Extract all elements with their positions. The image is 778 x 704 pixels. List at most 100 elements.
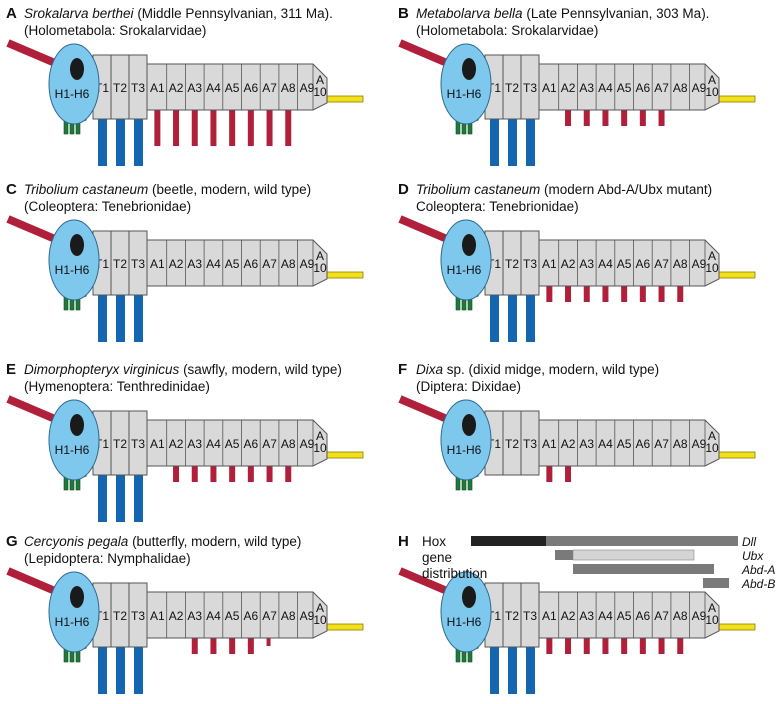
abdominal-segment-label: A2: [561, 437, 576, 451]
head: [440, 399, 492, 481]
species-name: Tribolium castaneum: [24, 182, 148, 197]
thoracic-segment-label: T3: [523, 609, 537, 623]
hox-gene-name: Abd-A: [741, 563, 775, 577]
abdominal-proleg: [266, 110, 273, 146]
panel-taxonomy: (Hymenoptera: Tenthredinidae): [24, 379, 210, 394]
hox-gene-bar: Abd-B: [703, 577, 775, 591]
head-segment-label: H1-H6: [447, 615, 482, 629]
thoracic-leg: [116, 280, 125, 342]
thoracic-segment-label: T2: [113, 437, 127, 451]
abdominal-proleg: [210, 638, 217, 654]
thoracic-leg: [116, 632, 125, 694]
species-note: (butterfly, modern, wild type): [128, 534, 301, 549]
abdominal-proleg: [546, 286, 553, 302]
abdominal-segment-label: A2: [169, 437, 184, 451]
abdominal-proleg: [247, 466, 254, 482]
abdominal-proleg: [154, 110, 161, 146]
abdominal-segment-label: A1: [542, 437, 557, 451]
eye: [462, 586, 476, 608]
thoracic-plate: [128, 582, 148, 648]
species-name: Tribolium castaneum: [416, 182, 540, 197]
thoracic-leg: [508, 104, 517, 166]
abdominal-proleg: [639, 286, 646, 302]
head: [440, 219, 492, 301]
abdominal-segment-label: A7: [262, 257, 277, 271]
thoracic-leg: [526, 632, 535, 694]
head-segment-label: H1-H6: [447, 443, 482, 457]
species-name: Dixa: [416, 362, 443, 377]
abdominal-proleg: [191, 466, 198, 482]
thoracic-segment-label: T2: [113, 257, 127, 271]
head-segment-label: H1-H6: [55, 87, 90, 101]
a10-label-top: A: [708, 249, 716, 263]
abdominal-segment-label: A2: [561, 609, 576, 623]
abdominal-proleg: [266, 638, 271, 646]
abdominal-segment-label: A5: [617, 257, 632, 271]
abdominal-segment-label: A7: [654, 437, 669, 451]
abdominal-segment-label: A8: [281, 257, 296, 271]
thoracic-segment-label: T3: [523, 437, 537, 451]
panel-title: Cercyonis pegala (butterfly, modern, wil…: [24, 534, 301, 549]
abdominal-segment-label: A2: [169, 609, 184, 623]
panel-letter: F: [398, 361, 407, 378]
abdominal-segment-label: A7: [654, 81, 669, 95]
abdominal-segment-label: A6: [244, 257, 259, 271]
a10-label-bottom: 10: [313, 261, 327, 275]
abdominal-segment-label: A8: [281, 437, 296, 451]
abdominal-proleg: [247, 638, 254, 654]
abdominal-segment-label: A8: [281, 81, 296, 95]
abdominal-proleg: [639, 638, 646, 654]
abdominal-segment-label: A5: [225, 437, 240, 451]
thoracic-segment-label: T2: [505, 81, 519, 95]
abdominal-proleg: [621, 638, 628, 654]
ubx-dark-bar: [555, 550, 573, 560]
thoracic-segment-label: T3: [131, 81, 145, 95]
hox-title-line: gene: [422, 550, 452, 565]
thoracic-leg: [134, 280, 143, 342]
panel-letter: D: [398, 181, 409, 198]
abdominal-segment-label: A1: [542, 257, 557, 271]
abdominal-segment-label: A8: [673, 437, 688, 451]
abdominal-proleg: [677, 638, 684, 654]
panel-taxonomy: (Holometabola: Srokalarvidae): [24, 23, 206, 38]
species-note: (Middle Pennsylvanian, 311 Ma).: [134, 6, 333, 21]
hox-gene-name: Ubx: [742, 549, 764, 563]
panel-letter: G: [6, 533, 18, 550]
abdominal-segment-label: A3: [579, 609, 594, 623]
abdominal-segment-label: A9: [692, 437, 707, 451]
abdominal-segment-label: A7: [262, 609, 277, 623]
abdominal-proleg: [677, 286, 684, 302]
abdominal-segment-label: A5: [225, 257, 240, 271]
thoracic-segment-label: T3: [131, 609, 145, 623]
panel-letter: B: [398, 5, 409, 22]
abdominal-proleg: [210, 466, 217, 482]
species-name: Cercyonis pegala: [24, 534, 129, 549]
abdominal-segment-label: A3: [579, 81, 594, 95]
abdominal-proleg: [229, 466, 236, 482]
thoracic-leg: [508, 632, 517, 694]
a10-label-top: A: [316, 249, 324, 263]
panel-taxonomy: (Diptera: Dixidae): [416, 379, 521, 394]
a10-label-bottom: 10: [313, 441, 327, 455]
head-segment-label: H1-H6: [447, 87, 482, 101]
abdominal-proleg: [565, 638, 572, 654]
panel-taxonomy: (Holometabola: Srokalarvidae): [416, 23, 598, 38]
panel-taxonomy: Coleoptera: Tenebrionidae): [416, 199, 579, 214]
thoracic-segment-label: T2: [113, 81, 127, 95]
thoracic-leg: [134, 460, 143, 522]
head: [440, 43, 492, 125]
thoracic-leg: [98, 460, 107, 522]
abdominal-segment-label: A8: [673, 81, 688, 95]
thoracic-leg: [526, 280, 535, 342]
thoracic-segment-label: T2: [505, 257, 519, 271]
panel-taxonomy: (Lepidoptera: Nymphalidae): [24, 551, 191, 566]
a10-label-top: A: [708, 73, 716, 87]
hox-bar: [573, 564, 714, 574]
thoracic-plate: [128, 54, 148, 120]
hox-gene-name: Abd-B: [741, 577, 775, 591]
eye: [70, 58, 84, 80]
